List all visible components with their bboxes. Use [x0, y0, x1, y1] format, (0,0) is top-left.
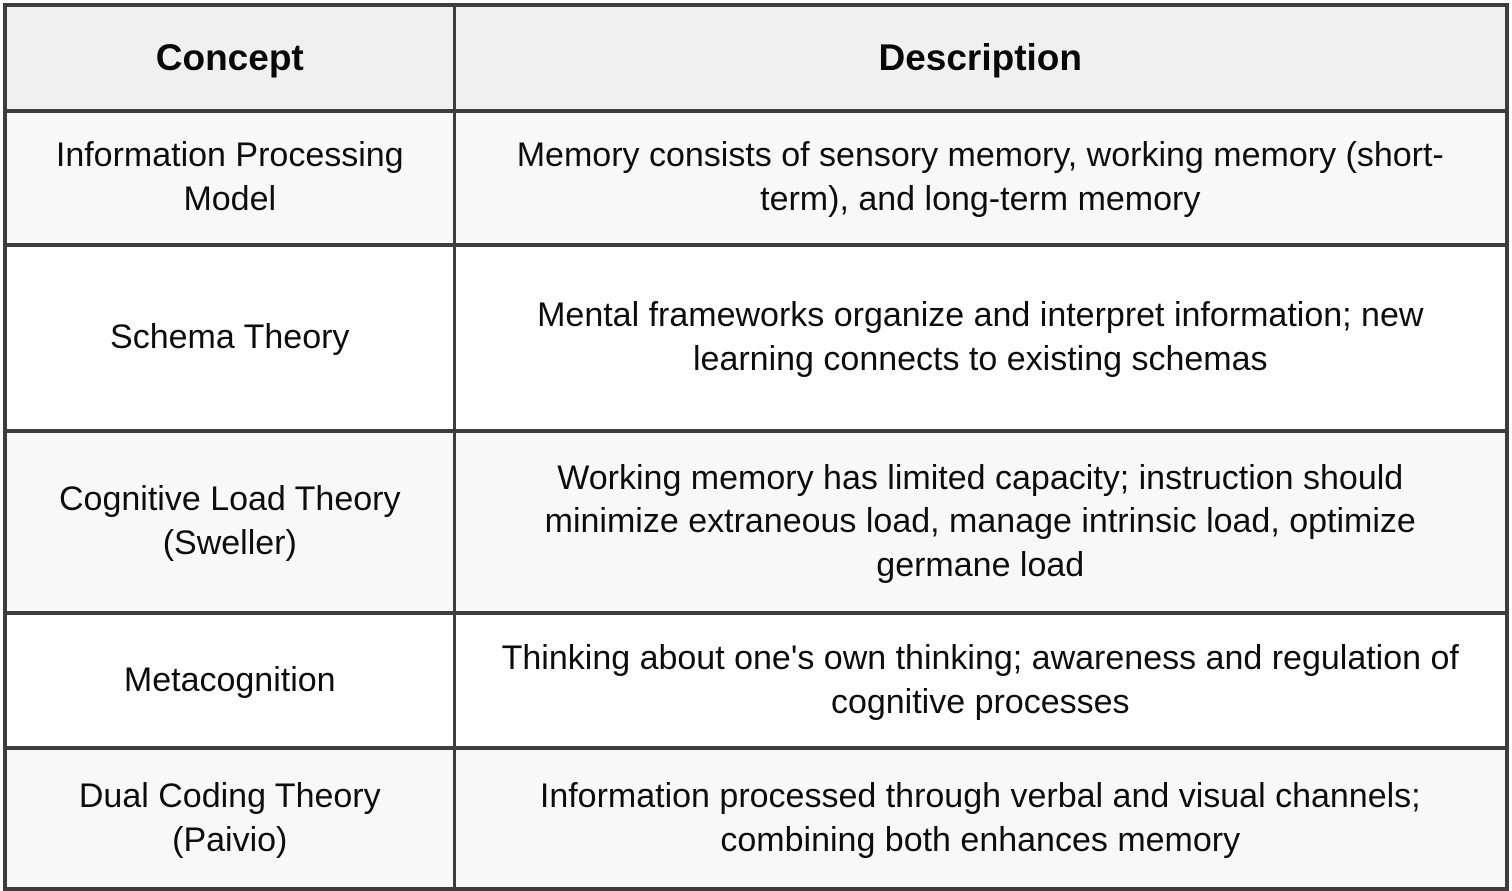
- table-header-row: Concept Description: [5, 5, 1507, 113]
- cell-concept: Information Processing Model: [5, 111, 456, 247]
- table-row: Metacognition Thinking about one's own t…: [5, 613, 1507, 750]
- cell-concept: Cognitive Load Theory (Sweller): [5, 431, 456, 615]
- table-header: Concept Description: [5, 5, 1507, 113]
- cell-description: Memory consists of sensory memory, worki…: [454, 111, 1507, 247]
- column-header-concept: Concept: [5, 5, 456, 113]
- table-row: Schema Theory Mental frameworks organize…: [5, 245, 1507, 433]
- table-row: Cognitive Load Theory (Sweller) Working …: [5, 431, 1507, 615]
- table-container: Concept Description Information Processi…: [3, 3, 1509, 891]
- cell-concept: Metacognition: [5, 613, 456, 750]
- cell-description: Information processed through verbal and…: [454, 748, 1507, 889]
- column-header-description: Description: [454, 5, 1507, 113]
- table-row: Information Processing Model Memory cons…: [5, 111, 1507, 247]
- table-body: Information Processing Model Memory cons…: [5, 111, 1507, 889]
- cell-description: Thinking about one's own thinking; aware…: [454, 613, 1507, 750]
- cell-concept: Schema Theory: [5, 245, 456, 433]
- cell-concept: Dual Coding Theory (Paivio): [5, 748, 456, 889]
- cell-description: Mental frameworks organize and interpret…: [454, 245, 1507, 433]
- cell-description: Working memory has limited capacity; ins…: [454, 431, 1507, 615]
- table-row: Dual Coding Theory (Paivio) Information …: [5, 748, 1507, 889]
- concept-description-table: Concept Description Information Processi…: [3, 3, 1509, 891]
